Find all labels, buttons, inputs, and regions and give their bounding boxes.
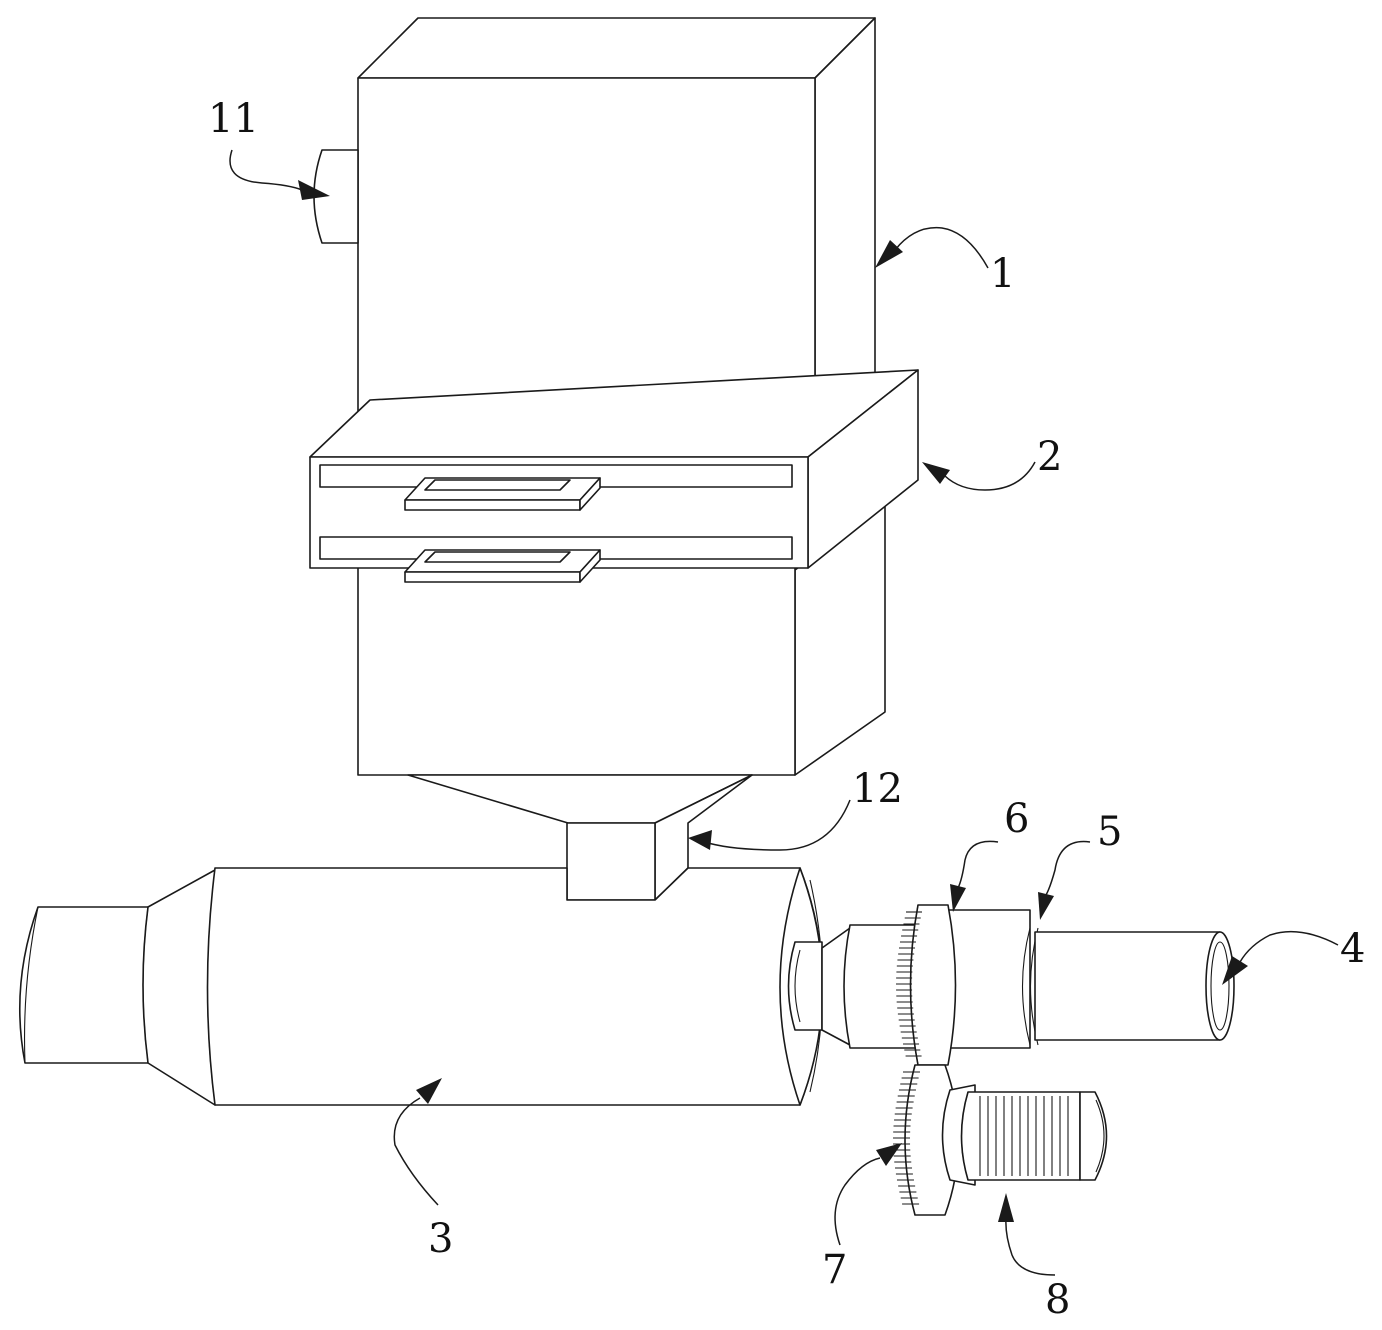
label-3: 3 [428, 1216, 453, 1262]
label-2: 2 [1037, 434, 1062, 480]
output-shaft [787, 909, 1235, 1049]
lower-gear [893, 1064, 960, 1216]
motor [941, 1084, 1108, 1186]
sliding-frame [309, 369, 919, 583]
label-7: 7 [822, 1247, 847, 1293]
label-4: 4 [1340, 926, 1365, 972]
label-11: 11 [208, 96, 259, 142]
hopper-funnel [407, 774, 753, 901]
label-5: 5 [1097, 809, 1122, 855]
label-12: 12 [852, 766, 903, 812]
leader-lines [229, 149, 1339, 1276]
reference-numerals: 11 1 2 12 6 5 4 3 7 8 [208, 96, 1365, 1323]
main-barrel [19, 867, 824, 1106]
upper-box [357, 17, 876, 446]
lower-box [357, 504, 886, 776]
label-1: 1 [990, 251, 1015, 297]
label-6: 6 [1004, 796, 1029, 842]
label-8: 8 [1045, 1277, 1070, 1323]
upper-gear [896, 904, 957, 1066]
side-outlet [313, 149, 359, 244]
